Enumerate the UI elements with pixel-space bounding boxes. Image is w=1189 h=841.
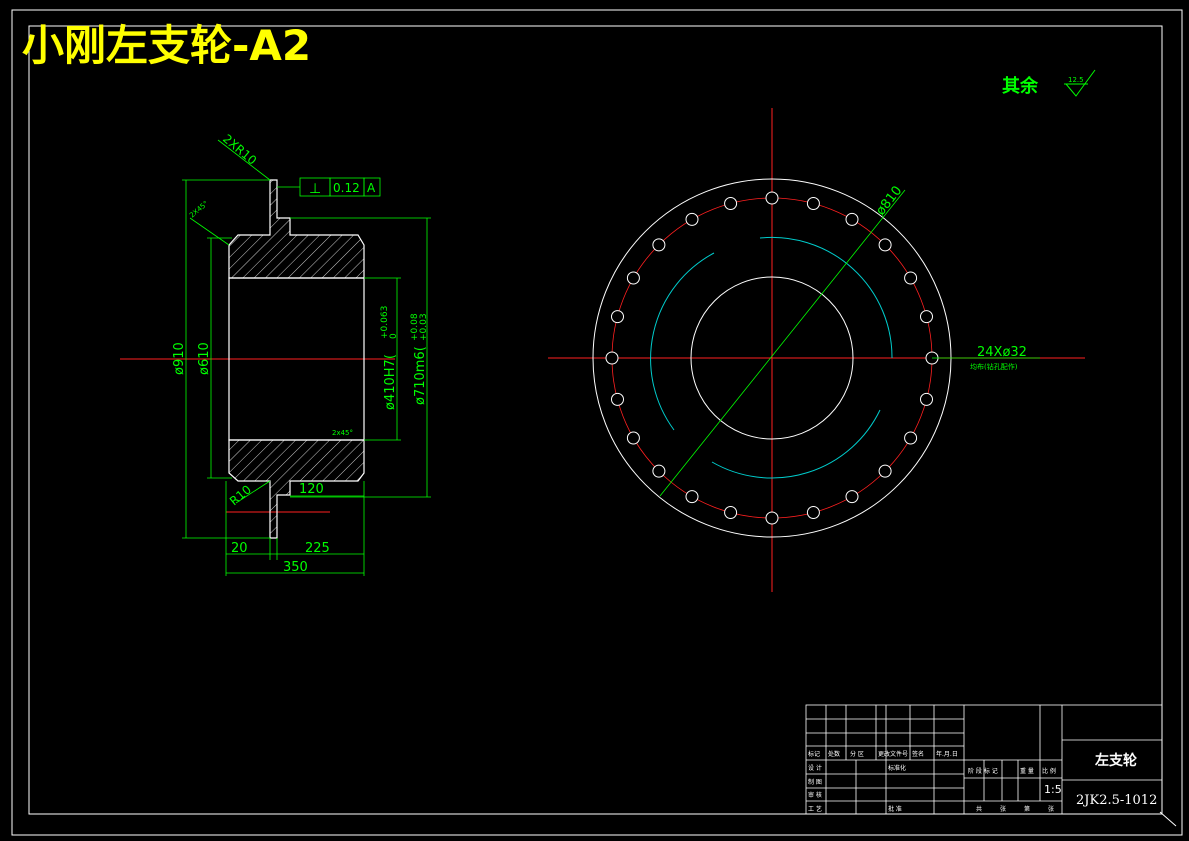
stage-header-2: 比 例	[1042, 767, 1056, 775]
rev-header-1: 处数	[828, 750, 840, 758]
dim-inner-dia: ø610	[197, 342, 212, 375]
sheet-info-2: 第	[1024, 805, 1030, 813]
rev-header-2: 分 区	[850, 750, 864, 758]
bore-tol-lower: 0	[389, 333, 399, 339]
dim-bore-dia: ø410H7(	[383, 354, 398, 410]
spigot-tol-lower: +0.03	[419, 313, 429, 341]
title-block	[805, 704, 1163, 815]
hidden-arc-bottom	[711, 409, 881, 479]
approve-label: 批 准	[888, 805, 902, 813]
gdt-symbol: ⊥	[309, 181, 321, 197]
holes-note: 均布(钻孔配作)	[970, 362, 1018, 371]
rev-header-5: 年.月.日	[936, 750, 958, 758]
sign-row-0: 设 计	[808, 764, 822, 772]
rev-header-0: 标记	[808, 750, 820, 758]
dim-outer-dia: ø910	[172, 342, 187, 375]
chamfer-left-label: 2X45°	[188, 199, 210, 219]
stage-header-1: 重 量	[1020, 767, 1034, 775]
bolt-hole	[920, 392, 933, 406]
gdt-value: 0.12	[333, 181, 360, 195]
bolt-hole	[920, 310, 933, 324]
bolt-hole	[652, 464, 666, 478]
hub-section-lower	[228, 439, 365, 539]
front-view: ø810 24Xø32 均布(钻孔配作)	[548, 108, 1085, 592]
bolt-hole	[611, 392, 624, 406]
bolt-hole	[845, 490, 859, 504]
dim-flange-thickness: 20	[231, 541, 248, 556]
hidden-arc-left	[650, 252, 715, 431]
bolt-hole	[724, 197, 738, 210]
bore-circle	[690, 276, 854, 440]
holes-label: 24Xø32	[977, 345, 1027, 360]
bolt-hole	[806, 506, 820, 519]
bolt-hole	[685, 212, 699, 226]
sheet-title: 小刚左支轮-A2	[22, 21, 311, 70]
pcd-label: ø810	[873, 183, 905, 218]
title-block-text: 标记 处数 分 区 更改文件号 签名 年.月.日 设 计 制 图 审 核 工 艺…	[808, 750, 1056, 813]
dim-spigot-dia: ø710m6(	[413, 346, 428, 405]
rev-header-4: 签名	[912, 750, 924, 758]
bolt-hole	[765, 511, 779, 525]
std-label: 标准化	[888, 764, 906, 772]
pcd-leader	[659, 189, 906, 497]
sign-row-1: 制 图	[808, 778, 822, 786]
surface-finish-label: 其余	[1002, 75, 1039, 97]
part-name: 左支轮	[1094, 752, 1137, 769]
dim-hub-width: 225	[305, 541, 330, 556]
scale-value: 1:5	[1044, 783, 1062, 796]
drawing-number: 2JK2.5-1012	[1076, 793, 1157, 808]
rev-header-3: 更改文件号	[878, 750, 908, 758]
sign-row-3: 工 艺	[808, 805, 822, 813]
bolt-hole	[626, 271, 640, 285]
section-view: 2XR10 2X45° ⊥ 0.12 A ø910 ø610 ø410H7( +…	[120, 132, 431, 576]
bore-tol-upper: +0.063	[380, 306, 390, 339]
inner-border	[28, 25, 1163, 815]
roughness-symbol-icon	[1065, 69, 1096, 97]
dim-flange-offset: 120	[299, 482, 324, 497]
bolt-hole	[878, 238, 892, 252]
bolt-hole	[652, 238, 666, 252]
surface-finish-note: 其余 12.5	[1002, 69, 1096, 97]
bolt-hole	[878, 464, 892, 478]
chamfer-right-label: 2x45°	[332, 429, 353, 437]
bolt-hole	[626, 431, 640, 445]
bolt-hole	[611, 310, 624, 324]
stage-header-0: 阶 段 标 记	[968, 767, 998, 775]
bolt-holes	[605, 191, 939, 525]
bore-outline	[228, 277, 365, 441]
bolt-hole	[605, 351, 619, 365]
bolt-hole	[806, 197, 820, 210]
gdt-datum: A	[367, 181, 376, 195]
bolt-hole	[845, 212, 859, 226]
fillet-top-label: 2XR10	[220, 132, 259, 168]
bolt-hole	[904, 271, 918, 285]
bolt-hole	[904, 431, 918, 445]
surface-finish-value: 12.5	[1068, 76, 1084, 84]
bolt-hole	[765, 191, 779, 205]
dim-total-width: 350	[283, 560, 308, 575]
bolt-hole	[685, 490, 699, 504]
spigot-tol-upper: +0.08	[410, 313, 420, 341]
fillet-bottom-label: R10	[227, 482, 254, 508]
sheet-info-1: 张	[1000, 805, 1006, 813]
sheet-info-3: 张	[1048, 805, 1054, 813]
sign-row-2: 审 核	[808, 791, 822, 799]
outer-border	[11, 9, 1183, 836]
bolt-hole	[724, 506, 738, 519]
hidden-arc-top	[759, 236, 893, 359]
sheet-info-0: 共	[976, 805, 982, 813]
